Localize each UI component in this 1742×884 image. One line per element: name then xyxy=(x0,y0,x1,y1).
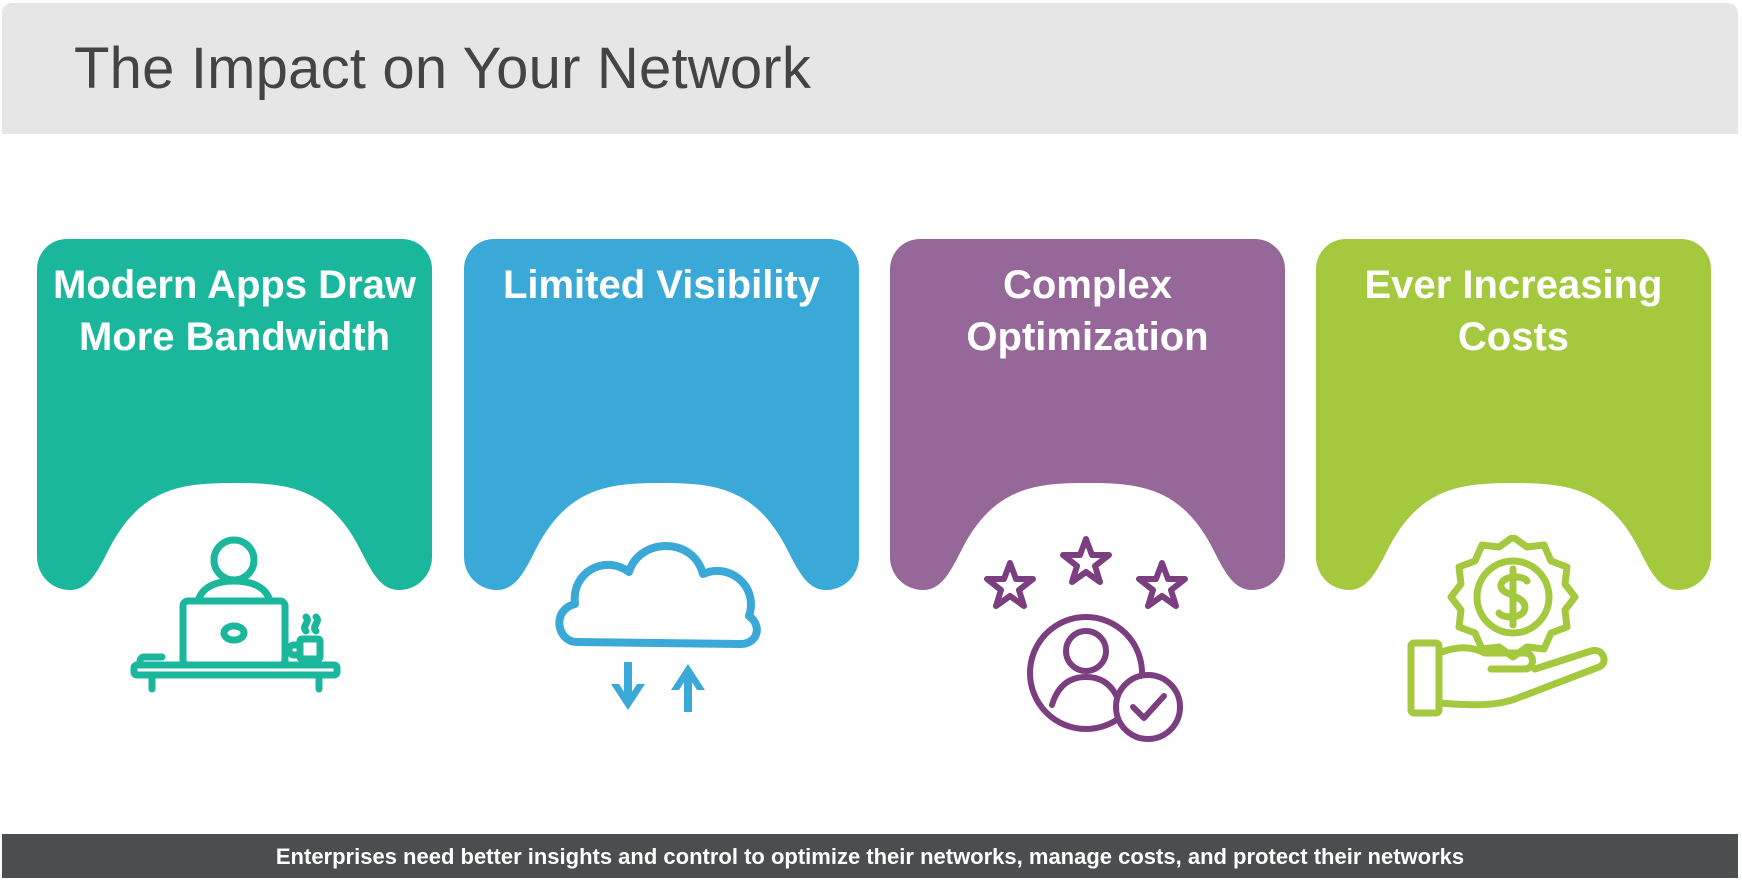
card-background-shape xyxy=(464,239,859,590)
hand-dollar-coin-icon xyxy=(1407,535,1608,717)
card-title: Ever Increasing Costs xyxy=(1364,263,1663,359)
title-bar: The Impact on Your Network xyxy=(2,3,1738,134)
card-title: Modern Apps Draw More Bandwidth xyxy=(53,263,416,359)
card-limited-visibility: Limited Visibility xyxy=(464,239,859,591)
card-modern-apps: Modern Apps Draw More Bandwidth xyxy=(37,239,432,591)
card-title: Complex Optimization xyxy=(966,263,1209,359)
card-complex-optimization: Complex Optimization xyxy=(890,239,1285,591)
slide-title: The Impact on Your Network xyxy=(74,36,812,101)
card-ever-increasing-costs: Ever Increasing Costs xyxy=(1316,239,1711,591)
card-title: Limited Visibility xyxy=(502,263,821,307)
person-laptop-desk-icon xyxy=(130,536,341,693)
footer-message: Enterprises need better insights and con… xyxy=(275,844,1465,869)
cloud-transfer-icon xyxy=(555,542,761,712)
card-background-shape xyxy=(1316,239,1711,590)
card-background-shape xyxy=(890,239,1285,590)
card-background-shape xyxy=(37,239,432,590)
user-rating-stars-icon xyxy=(984,536,1188,742)
footer-bar: Enterprises need better insights and con… xyxy=(2,834,1738,878)
